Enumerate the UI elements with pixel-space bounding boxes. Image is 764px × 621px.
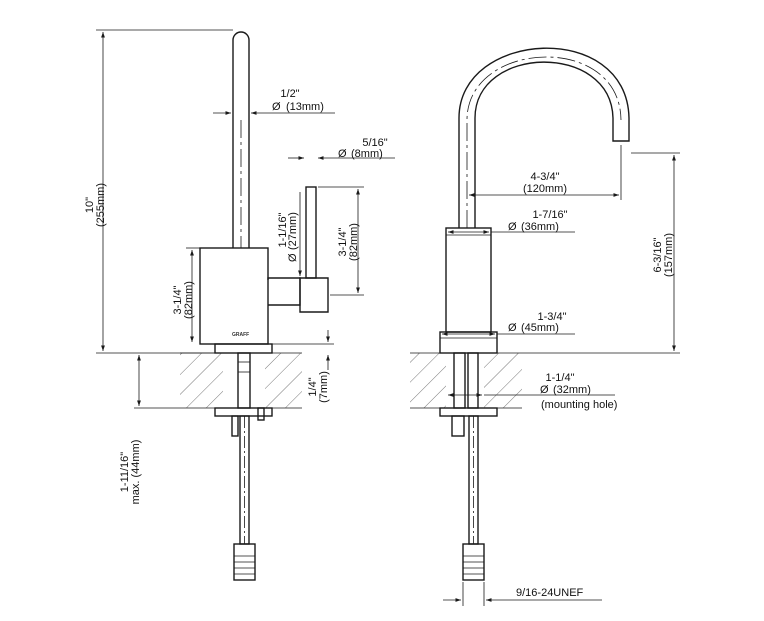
dim-mounting-hole-metric: (32mm) — [553, 384, 591, 396]
dim-max-deck-metric: max. (44mm) — [130, 440, 142, 505]
side-view: GRAFF 10" (255mm) — [84, 29, 395, 581]
dim-thread: 9/16-24UNEF — [443, 582, 602, 606]
dim-max-deck-frac: 1-11/16" — [119, 452, 131, 492]
dim-spout-height-metric: (157mm) — [663, 233, 675, 277]
dim-thread-label: 9/16-24UNEF — [516, 587, 584, 599]
dim-handle-height-frac: 3-1/4" — [337, 227, 349, 256]
svg-text:(255mm): (255mm) — [95, 183, 107, 227]
dim-spout-diameter-sym: Ø — [272, 101, 281, 113]
dim-body-diameter-sym: Ø — [508, 221, 517, 233]
dim-mounting-hole-note: (mounting hole) — [541, 399, 617, 411]
front-body — [445, 227, 492, 333]
dim-base-thickness-frac: 1/4" — [307, 377, 319, 396]
dim-body-height-metric: (82mm) — [183, 281, 195, 319]
dim-tube-diameter-frac: 5/16" — [362, 137, 387, 149]
dim-handle-height-metric: (82mm) — [348, 223, 360, 261]
dim-body-diameter-metric: (36mm) — [521, 221, 559, 233]
dim-reach: 4-3/4" (120mm) — [469, 145, 622, 200]
dim-spout-diameter-frac: 1/2" — [280, 88, 299, 100]
dim-handle-length-sym: Ø — [287, 253, 299, 262]
dim-base-thickness-metric: (7mm) — [318, 371, 330, 403]
svg-text:10": 10" — [84, 197, 96, 213]
side-base-plate — [214, 343, 273, 354]
dim-total-height-metric: (255mm) — [95, 183, 107, 227]
dim-base-diameter-sym: Ø — [508, 322, 517, 334]
dim-tube-diameter-metric: (8mm) — [351, 148, 383, 160]
dim-handle-length-frac: 1-1/16" — [277, 212, 289, 247]
dim-spout-diameter: 1/2" Ø (13mm) — [213, 88, 335, 115]
dim-body-diameter-frac: 1-7/16" — [532, 209, 567, 221]
dim-spout-height: 6-3/16" (157mm) — [522, 152, 680, 354]
front-mounting-nut — [439, 407, 498, 417]
dim-mounting-hole: 1-1/4" Ø (32mm) (mounting hole) — [448, 372, 617, 411]
front-gooseneck-spout — [458, 47, 630, 228]
dim-base-thickness: 1/4" (7mm) — [272, 330, 334, 403]
dim-handle-length: 1-1/16" Ø (27mm) — [277, 192, 302, 276]
front-view: 4-3/4" (120mm) 1-7/16" Ø (36mm) 1-3/4" Ø… — [410, 47, 680, 606]
dim-body-height-frac: 3-1/4" — [172, 285, 184, 314]
dim-base-diameter: 1-3/4" Ø (45mm) — [442, 311, 575, 336]
dim-handle-length-metric: (27mm) — [287, 212, 299, 250]
dim-reach-frac: 4-3/4" — [531, 171, 560, 183]
dim-base-diameter-metric: (45mm) — [521, 322, 559, 334]
dim-spout-diameter-metric: (13mm) — [286, 101, 324, 113]
side-mount-hole-gap — [223, 353, 265, 408]
dim-base-diameter-frac: 1-3/4" — [538, 311, 567, 323]
dim-handle-height: 3-1/4" (82mm) — [318, 186, 364, 296]
side-handle — [267, 277, 301, 306]
dim-mounting-hole-frac: 1-1/4" — [546, 372, 575, 384]
dim-max-deck: 1-11/16" max. (44mm) — [119, 355, 180, 504]
dim-reach-metric: (120mm) — [523, 183, 567, 195]
side-spout-tube — [232, 31, 250, 248]
side-brand-mark: GRAFF — [232, 332, 249, 338]
dim-total-height: 10" (255mm) — [84, 29, 233, 354]
dim-spout-height-frac: 6-3/16" — [652, 237, 664, 272]
dim-tube-diameter-sym: Ø — [338, 148, 347, 160]
dim-tube-diameter: 5/16" Ø (8mm) — [288, 137, 395, 160]
front-base — [439, 331, 498, 354]
side-body — [199, 247, 269, 345]
dim-mounting-hole-sym: Ø — [540, 384, 549, 396]
dim-total-height-frac: 10" — [84, 197, 96, 213]
dim-body-diameter: 1-7/16" Ø (36mm) — [448, 209, 575, 234]
side-small-tube — [305, 186, 317, 279]
dim-body-height: 3-1/4" (82mm) — [172, 247, 200, 342]
